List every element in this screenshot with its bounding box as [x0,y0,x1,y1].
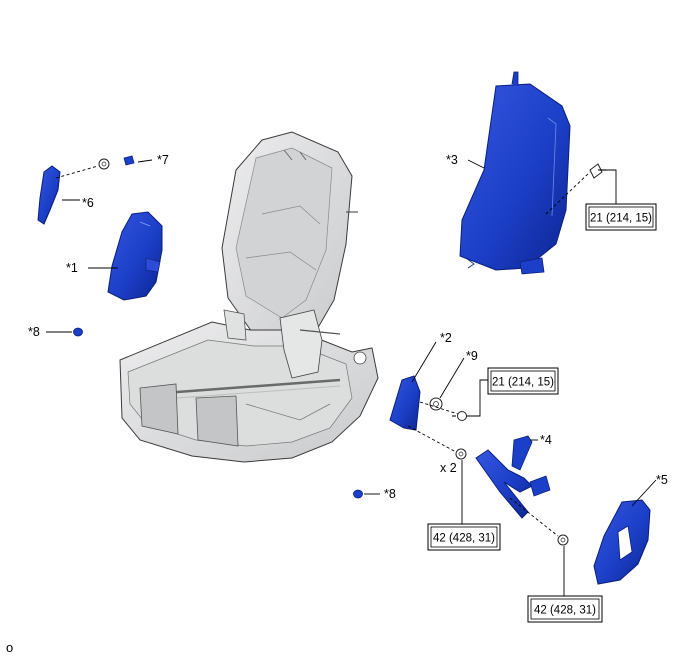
leader-lines [46,159,657,596]
back-cover-part-3 [459,71,571,275]
torque-spec-bottom-right: 42 (428, 31) [534,605,596,617]
label-part-8-bottom: *8 [384,487,396,501]
bolt-part-3 [589,163,606,179]
assembly-lines [55,165,591,537]
torque-box-bottom-right: 42 (428, 31) [527,595,603,623]
fastener-part-8-left [73,327,83,337]
bracket-part-2 [389,375,421,431]
clip-part-7 [123,155,135,166]
label-part-1: *1 [66,261,78,275]
label-part-3: *3 [446,153,458,167]
label-part-4: *4 [540,433,552,447]
bolt-part-2 [452,411,467,421]
belt-part-4 [475,435,551,519]
label-part-2: *2 [440,331,452,345]
label-part-9: *9 [466,349,478,363]
torque-spec-top-right: 21 (214, 15) [590,213,652,225]
bolt-pair [455,448,467,460]
label-part-5: *5 [656,473,668,487]
side-cover-part-5 [593,499,651,585]
bolt-top [98,158,110,170]
torque-box-bottom-mid: 42 (428, 31) [427,523,501,551]
side-cover-part-1 [107,211,163,301]
bolt-part-4 [557,534,569,546]
lever-part-6 [37,165,61,225]
label-part-8-left: *8 [28,325,40,339]
seat-frame [119,131,379,463]
fastener-part-8-bottom [353,489,363,499]
torque-spec-mid-right: 21 (214, 15) [492,377,554,389]
torque-box-mid-right: 21 (214, 15) [487,367,559,395]
torque-box-top-right: 21 (214, 15) [585,203,657,231]
corner-mark: o [6,640,13,655]
quantity-label: x 2 [440,461,457,475]
label-part-6: *6 [82,196,94,210]
torque-spec-bottom-mid: 42 (428, 31) [433,533,495,545]
washer-part-9 [429,397,443,411]
label-part-7: *7 [157,153,169,167]
